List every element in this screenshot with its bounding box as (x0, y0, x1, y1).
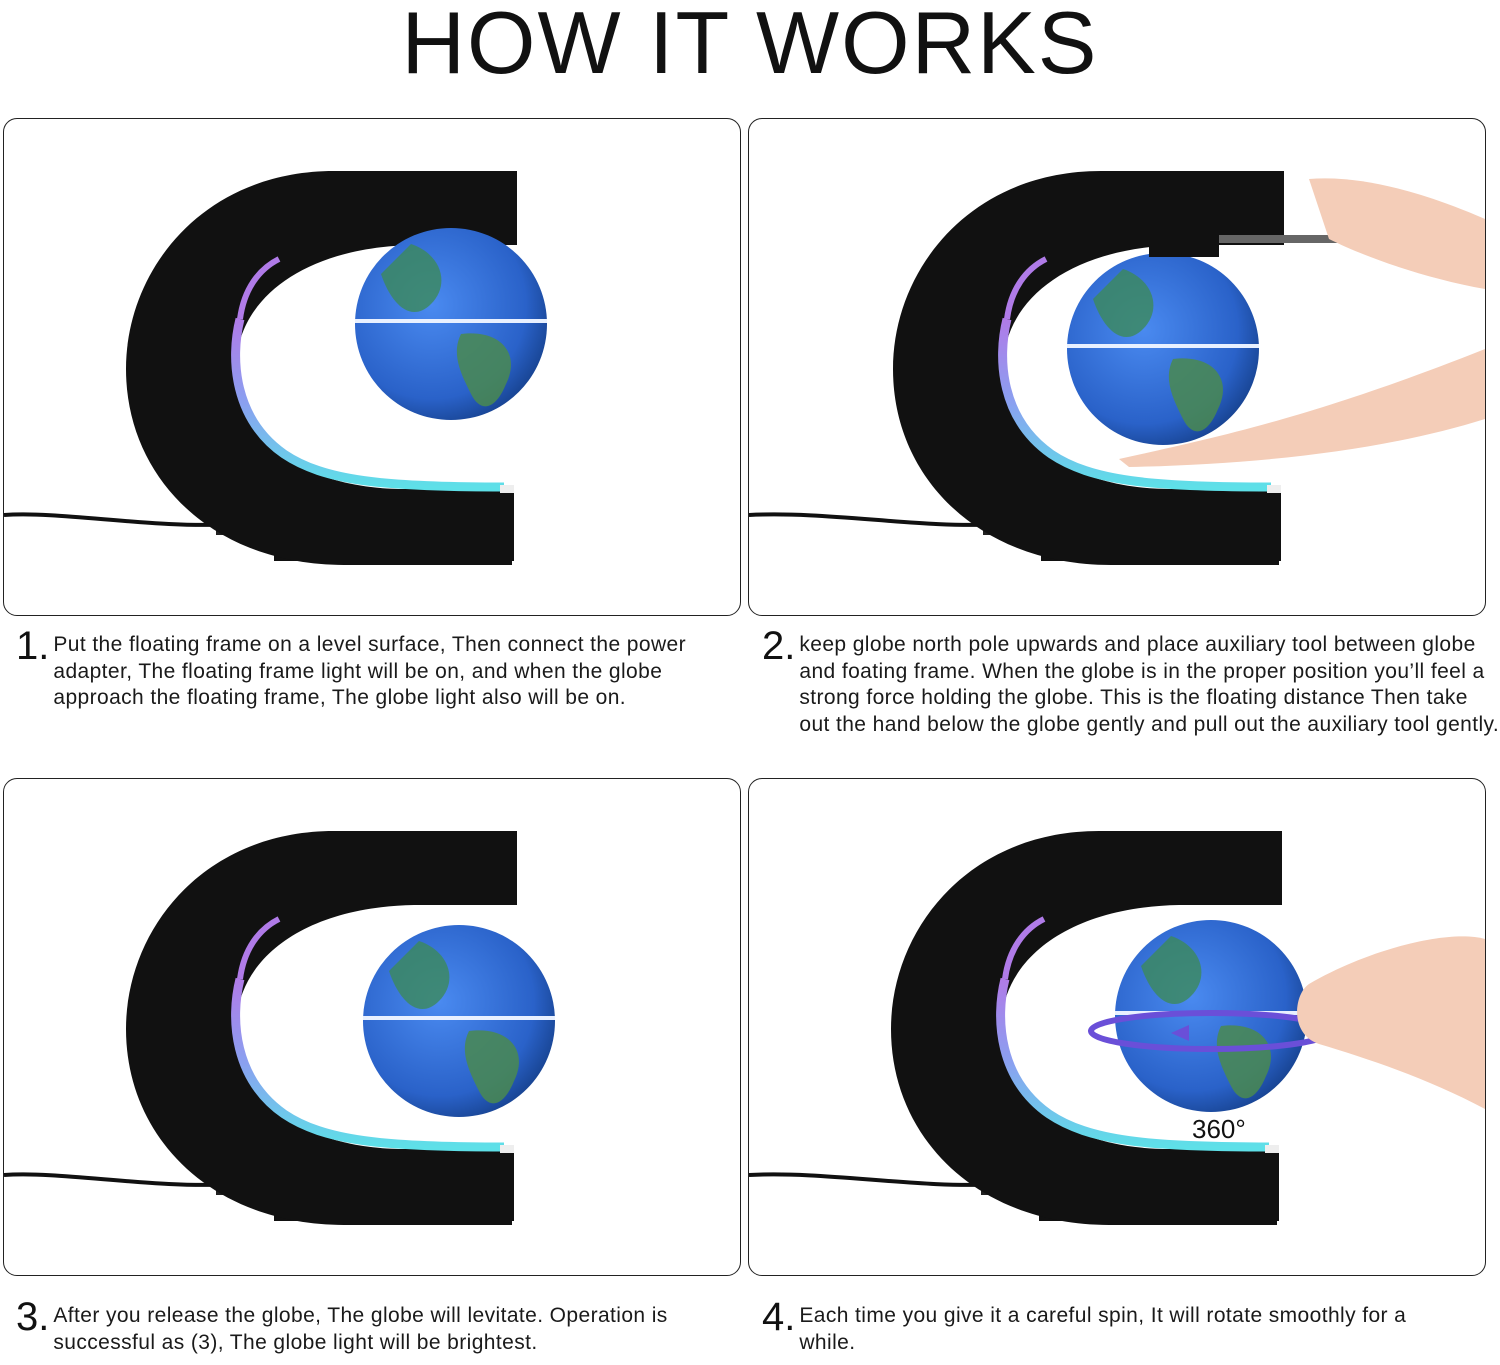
c-frame (893, 171, 1284, 565)
step-1: 1. Put the floating frame on a level sur… (16, 626, 716, 712)
c-frame (126, 171, 517, 565)
rotation-label: 360° (1192, 1114, 1246, 1144)
step-4-image (748, 778, 1486, 1276)
cable (749, 512, 1002, 527)
c-frame (891, 831, 1282, 1225)
hand-icon (1297, 936, 1485, 1109)
frame-light (231, 977, 505, 1152)
step-text: Each time you give it a careful spin, It… (799, 1304, 1407, 1354)
page-title: HOW IT WORKS (401, 0, 1099, 92)
cable (749, 1172, 1000, 1187)
globe (363, 925, 555, 1117)
step-number: 1. (16, 624, 50, 668)
step-text: keep globe north pole upwards and place … (799, 633, 1500, 736)
step-number: 3. (16, 1295, 50, 1339)
hand-bottom (1119, 349, 1485, 467)
frame-light (998, 317, 1272, 492)
frame-light (231, 317, 505, 492)
step-text: Put the floating frame on a level surfac… (53, 633, 687, 709)
step-2: 2. keep globe north pole upwards and pla… (762, 626, 1500, 738)
frame-light (996, 977, 1270, 1152)
globe (355, 228, 547, 420)
step-text: After you release the globe, The globe w… (53, 1304, 668, 1354)
c-frame (126, 831, 517, 1225)
cable (4, 1172, 235, 1187)
step-1-image (3, 118, 741, 616)
auxiliary-tool (1149, 229, 1219, 257)
step-number: 2. (762, 624, 796, 668)
cable (4, 512, 235, 527)
step-3: 3. After you release the globe, The glob… (16, 1297, 726, 1356)
hand-top (1309, 178, 1485, 289)
step-4: 4. Each time you give it a careful spin,… (762, 1297, 1462, 1356)
step-number: 4. (762, 1295, 796, 1339)
globe (1067, 253, 1259, 445)
step-3-image (3, 778, 741, 1276)
step-2-image (748, 118, 1486, 616)
